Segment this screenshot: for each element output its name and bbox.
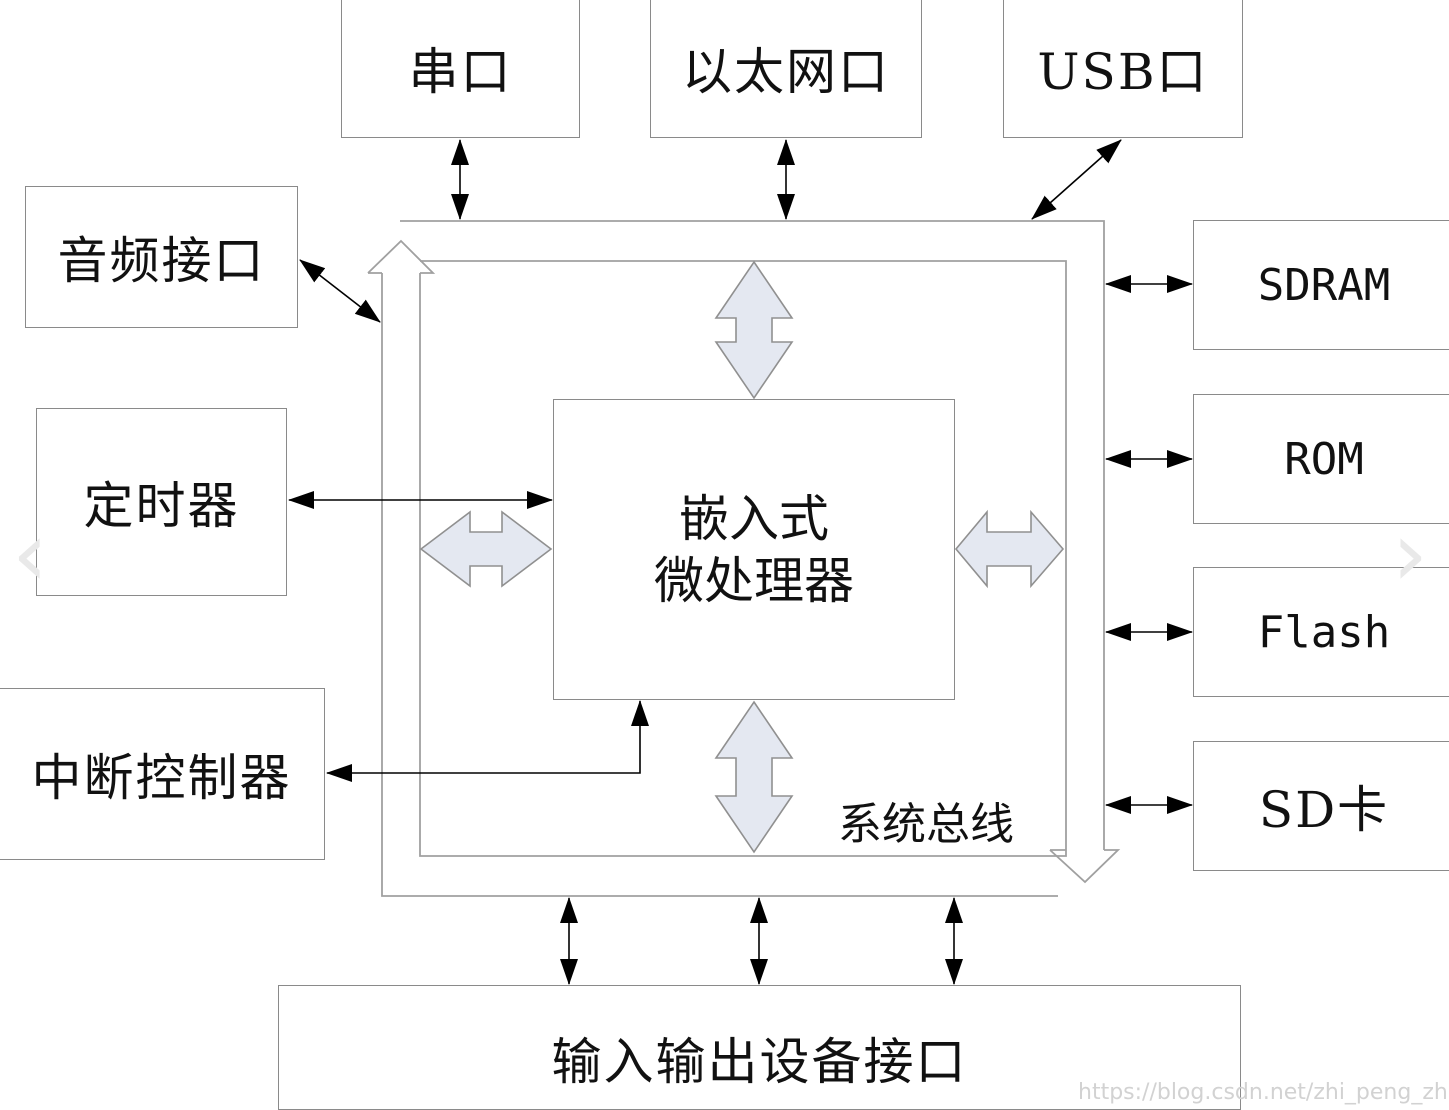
next-chevron-icon[interactable]: › xyxy=(1392,502,1428,607)
system-bus xyxy=(367,220,1121,897)
sdram-label: SDRAM xyxy=(1257,259,1391,311)
usb-port-arrow xyxy=(1031,139,1122,220)
cpu-label-line1: 嵌入式 xyxy=(679,489,829,548)
usb-port-box: USB口 xyxy=(1003,0,1243,138)
prev-chevron-icon[interactable]: ‹ xyxy=(12,502,48,607)
io-interface-box: 输入输出设备接口 xyxy=(278,985,1241,1110)
audio-interface-arrow xyxy=(299,259,381,323)
cpu-box: 嵌入式 微处理器 xyxy=(553,399,955,700)
cpu-top-bus-arrow xyxy=(714,260,794,400)
ethernet-port-box: 以太网口 xyxy=(650,0,922,138)
timer-box: 定时器 xyxy=(36,408,287,596)
interrupt-controller-box: 中断控制器 xyxy=(0,688,325,860)
cpu-bottom-bus-arrow xyxy=(714,700,794,854)
system-bus-label: 系统总线 xyxy=(838,799,1014,850)
flash-label: Flash xyxy=(1257,606,1391,658)
flash-box: Flash xyxy=(1193,567,1449,697)
bus-start-arrowhead xyxy=(367,239,436,274)
usb-port-label: USB口 xyxy=(1037,43,1209,101)
audio-interface-box: 音频接口 xyxy=(25,186,298,328)
audio-interface-label: 音频接口 xyxy=(57,232,266,290)
rom-label: ROM xyxy=(1284,433,1364,485)
serial-port-label: 串口 xyxy=(408,43,513,101)
ethernet-port-label: 以太网口 xyxy=(682,43,890,101)
watermark: https://blog.csdn.net/zhi_peng_zhi_li xyxy=(1078,1080,1449,1105)
sdram-box: SDRAM xyxy=(1193,220,1449,350)
cpu-label-line2: 微处理器 xyxy=(654,551,854,610)
cpu-label: 嵌入式 微处理器 xyxy=(654,488,854,612)
bus-bottom-outer-line xyxy=(381,273,1058,897)
sd-card-box: SD卡 xyxy=(1193,741,1449,871)
cpu-left-bus-arrow xyxy=(419,510,553,588)
bus-end-arrowhead xyxy=(1049,849,1121,884)
serial-port-box: 串口 xyxy=(341,0,580,138)
interrupt-controller-label: 中断控制器 xyxy=(31,749,292,807)
bus-top-outer-line xyxy=(400,220,1105,850)
interrupt-cpu-arrow xyxy=(326,700,649,782)
cpu-right-bus-arrow xyxy=(954,509,1065,589)
timer-label: 定时器 xyxy=(83,477,240,535)
bus-inner-line xyxy=(419,260,1067,857)
io-interface-label: 输入输出设备接口 xyxy=(551,1033,968,1091)
sd-card-label: SD卡 xyxy=(1258,781,1390,839)
rom-box: ROM xyxy=(1193,394,1449,524)
